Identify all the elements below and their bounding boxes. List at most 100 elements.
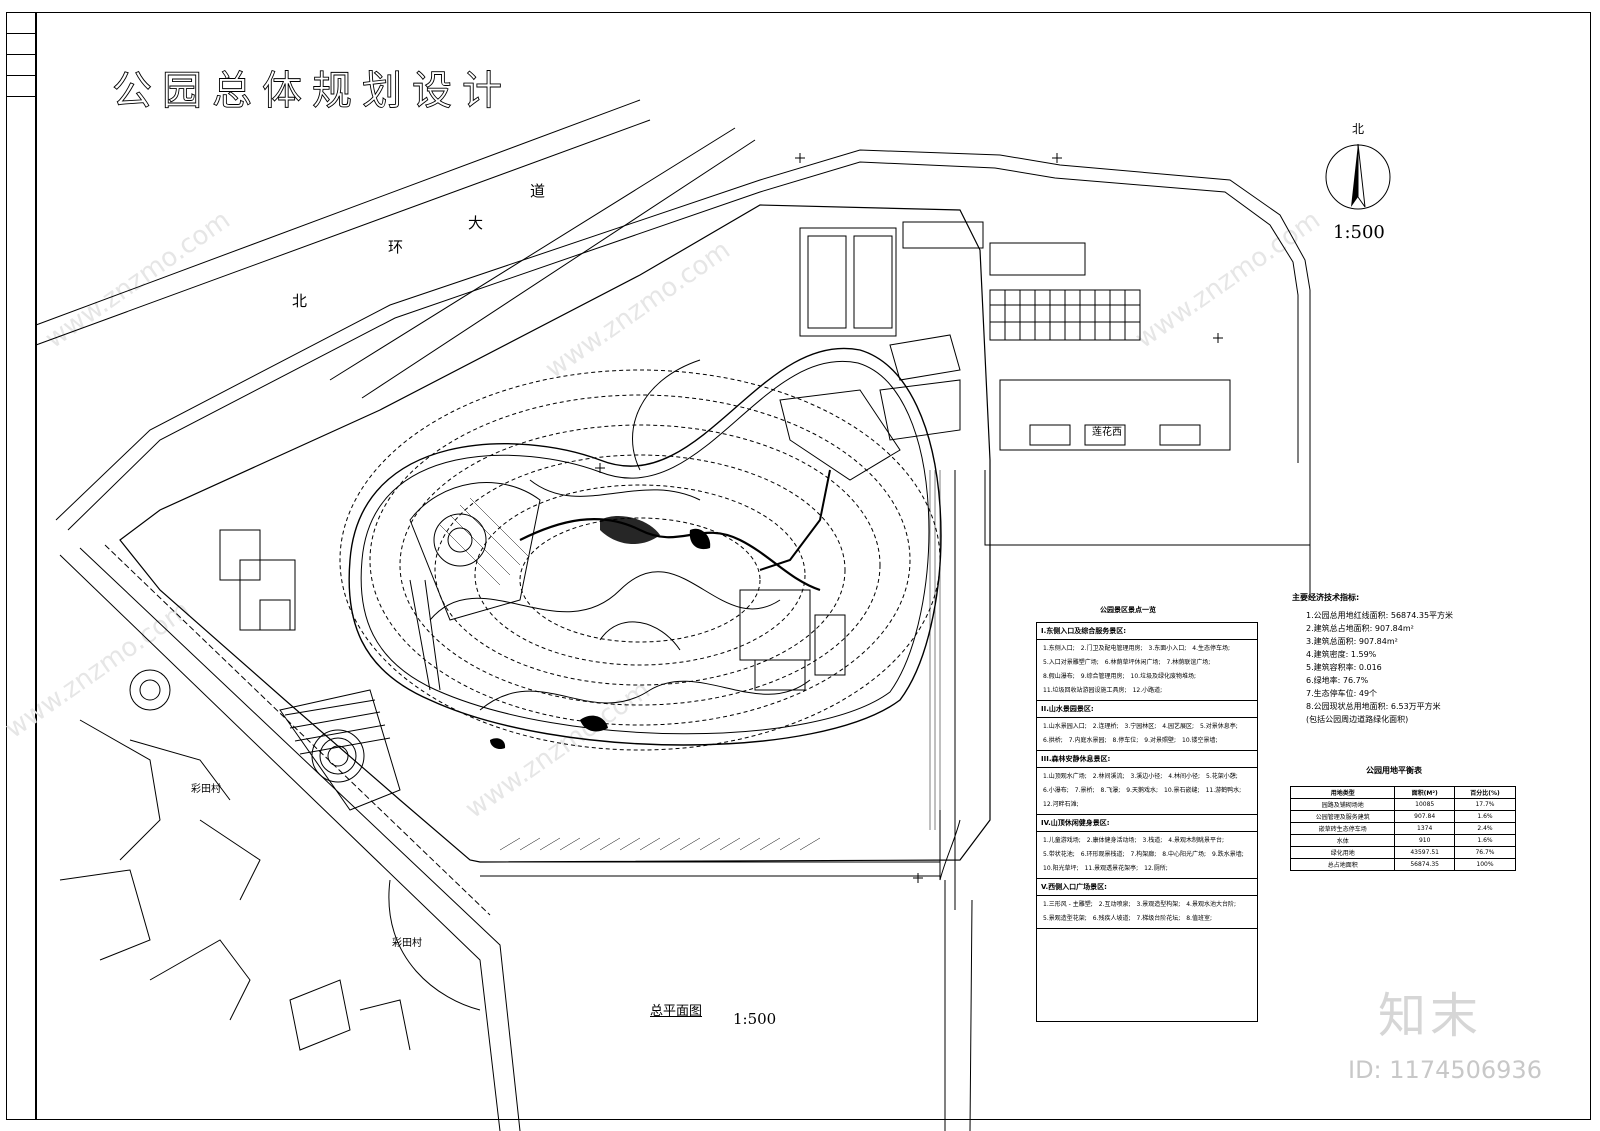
legend-item: 11.垃圾回收站游园设施工具房; [1043, 687, 1127, 694]
building-label: 莲花西 [1092, 427, 1122, 438]
legend-section-body: 1.东侧入口;2.门卫及配电管理用房;3.东面小入口;4.生态停车场;5.入口对… [1037, 640, 1257, 701]
legend-item: 5.景观造型花架; [1043, 915, 1087, 922]
legend-item: 1.儿童游戏场; [1043, 837, 1081, 844]
table-cell: 园路及铺砌场地 [1289, 798, 1396, 811]
legend-item: 6.残疾人坡道; [1092, 915, 1131, 922]
legend-item: 1.山顶观水广场; [1043, 773, 1087, 780]
table-cell: 总占地面积 [1289, 858, 1396, 871]
legend-item: 4.景观木制眺景平台; [1168, 837, 1224, 844]
region-label: 彩田村 [191, 784, 221, 795]
legend-item: 3.栈道; [1142, 837, 1163, 844]
legend-item: 2.林间溪流; [1092, 773, 1125, 780]
legend-item: 12.河畔石滩; [1043, 801, 1079, 808]
legend-item: 9.综合管理用房; [1080, 673, 1125, 680]
north-label: 北 [1352, 122, 1365, 136]
tech-item: 8.公园现状总用地面积: 6.53万平方米 [1306, 702, 1441, 711]
legend-item: 10.景石嵌缝; [1164, 787, 1200, 794]
legend-item: 4.生态停车场; [1192, 645, 1230, 652]
table-cell: 17.7% [1453, 798, 1517, 811]
legend-item: 10.垃圾及绿化废物堆场; [1130, 673, 1197, 680]
legend-item: 11.景观透景花架亭; [1084, 865, 1139, 872]
legend-panel: I.东侧入口及综合服务景区:1.东侧入口;2.门卫及配电管理用房;3.东面小入口… [1036, 622, 1258, 1022]
legend-item: 6.拱桥; [1043, 737, 1063, 744]
legend-section-body: 1.三形风 - 主雕塑; 2.互动喷泉; 3.景观造型构架; 4.景观水池大台阶; 5.… [1037, 896, 1257, 929]
tech-item: 4.建筑密度: 1.59% [1306, 650, 1377, 659]
legend-section-head: V.西侧入口广场景区: [1037, 879, 1257, 896]
legend-item: 8.飞瀑; [1100, 787, 1121, 794]
legend-section-body: 1.儿童游戏场;2.康体健身活动场;3.栈道;4.景观木制眺景平台;5.带状花池… [1037, 832, 1257, 879]
tech-item: 6.绿地率: 76.7% [1306, 676, 1369, 685]
legend-item: 9.天鹅戏水; [1126, 787, 1158, 794]
tech-item: 3.建筑总面积: 907.84m² [1306, 637, 1398, 646]
legend-item: 5.花架小憩; [1206, 773, 1238, 780]
plan-title: 总平面图 [650, 1004, 703, 1019]
tech-item: 1.公园总用地红线面积: 56874.35平方米 [1306, 611, 1454, 620]
legend-item: 2.康体健身活动场; [1086, 837, 1137, 844]
table-cell: 嵌草砖生态停车场 [1289, 822, 1396, 835]
legend-section-head: III.森林安静休息景区: [1037, 751, 1257, 768]
legend-item: 9.跌水景墙; [1212, 851, 1244, 858]
table-cell: 910 [1394, 834, 1455, 847]
legend-item: 3.宁园林区; [1124, 723, 1157, 730]
page-title: 公园总体规划设计 [112, 68, 512, 115]
balance-title: 公园用地平衡表 [1366, 766, 1422, 775]
table-cell: 公园管理及服务建筑 [1289, 810, 1396, 823]
tech-item: 5.建筑容积率: 0.016 [1306, 663, 1382, 672]
legend-section-head: IV.山顶休闲健身景区: [1037, 815, 1257, 832]
legend-section-body: 1.山顶观水广场;2.林间溪流;3.溪边小径;4.林间小径;5.花架小憩;6.小… [1037, 768, 1257, 815]
drawing-frame [36, 12, 1591, 1120]
road-label: 环 [388, 238, 404, 256]
legend-item: 4.景观水池大台阶; [1186, 901, 1236, 908]
legend-item: 3.东面小入口; [1148, 645, 1187, 652]
table-cell: 1.6% [1453, 834, 1517, 847]
tech-item: 2.建筑总占地面积: 907.84m² [1306, 624, 1414, 633]
road-label: 道 [530, 182, 546, 200]
legend-item: 5.对景休息亭; [1200, 723, 1238, 730]
legend-item: 7.内庭水景园; [1068, 737, 1107, 744]
legend-item: 12.小路道; [1132, 687, 1163, 694]
legend-item: 1.三形风 - 主雕塑; [1043, 901, 1093, 908]
image-id: ID: 1174506936 [1348, 1056, 1542, 1084]
legend-section-head: I.东侧入口及综合服务景区: [1037, 623, 1257, 640]
tech-item: (包括公园周边道路绿化面积) [1306, 715, 1409, 724]
table-cell: 907.84 [1394, 810, 1455, 823]
title-block-strip [6, 12, 36, 1120]
tech-item: 7.生态停车位: 49个 [1306, 689, 1378, 698]
legend-section-body: 1.山水景园入口;2.连理桥;3.宁园林区;4.园艺展区;5.对景休息亭;6.拱… [1037, 718, 1257, 751]
legend-item: 6.小瀑布; [1043, 787, 1069, 794]
legend-item: 1.东侧入口; [1043, 645, 1075, 652]
legend-item: 2.互动喷泉; [1098, 901, 1131, 908]
legend-item: 12.厕所; [1144, 865, 1168, 872]
plan-scale: 1:500 [733, 1010, 777, 1028]
table-cell: 43597.51 [1394, 846, 1455, 859]
road-label: 大 [468, 214, 484, 232]
north-arrow-icon [1325, 143, 1391, 210]
legend-item: 8.值班室; [1186, 915, 1212, 922]
legend-item: 10.阳光草坪; [1043, 865, 1079, 872]
legend-section-head: II.山水景园景区: [1037, 701, 1257, 718]
region-label: 彩田村 [392, 938, 422, 949]
legend-title: 公园景区景点一览 [1100, 606, 1156, 614]
table-header: 百分比(%) [1453, 786, 1517, 799]
legend-item: 9.对景照壁; [1144, 737, 1176, 744]
table-cell: 10085 [1394, 798, 1455, 811]
table-cell: 2.4% [1453, 822, 1517, 835]
table-header: 用地类型 [1289, 786, 1396, 799]
table-header: 面积(M²) [1394, 786, 1455, 799]
legend-item: 6.环形观景栈道; [1080, 851, 1125, 858]
legend-item: 1.山水景园入口; [1043, 723, 1087, 730]
scale-label: 1:500 [1333, 222, 1385, 243]
table-cell: 1374 [1394, 822, 1455, 835]
legend-item: 8.中心阳光广场; [1162, 851, 1206, 858]
table-cell: 水体 [1289, 834, 1396, 847]
legend-item: 3.景观造型构架; [1136, 901, 1181, 908]
legend-item: 4.林间小径; [1168, 773, 1200, 780]
